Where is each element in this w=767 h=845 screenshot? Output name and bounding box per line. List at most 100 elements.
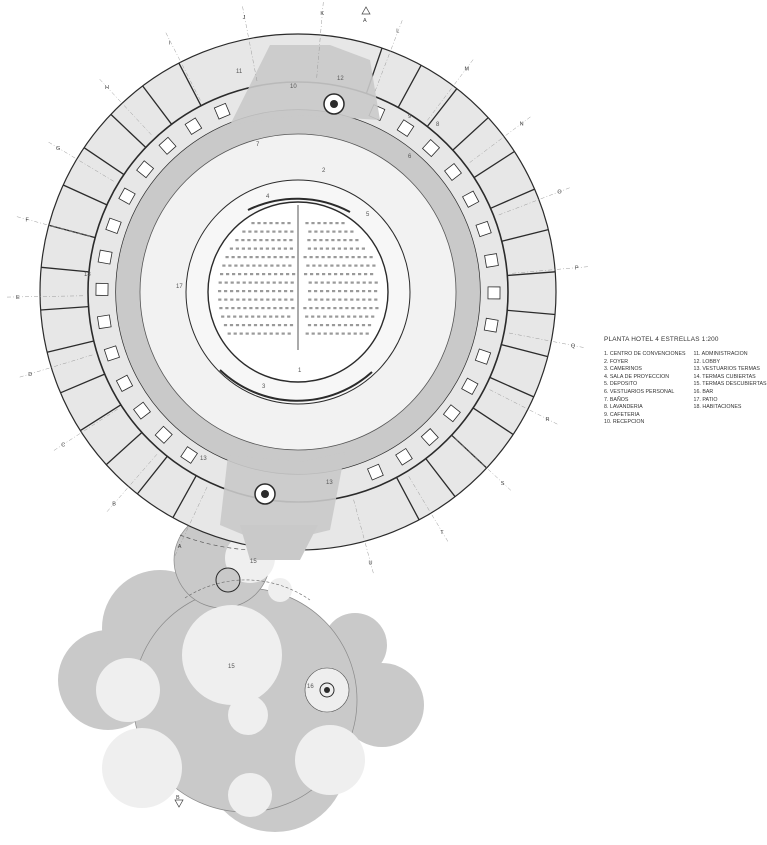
seat	[314, 281, 318, 284]
seat	[241, 324, 246, 327]
seat	[229, 324, 234, 327]
room-wall	[472, 407, 514, 435]
seat	[308, 298, 312, 301]
grid-axis-line	[316, 1, 324, 78]
seat	[371, 315, 375, 318]
seat	[236, 290, 240, 293]
seat	[255, 256, 259, 259]
grid-axis-label: K	[320, 11, 324, 17]
seat	[315, 256, 319, 259]
bathroom-block	[97, 249, 113, 265]
seat	[290, 281, 294, 284]
seat	[278, 281, 282, 284]
seat	[232, 273, 236, 276]
seat	[346, 273, 350, 276]
grid-axis-label: D	[28, 372, 32, 378]
seat	[324, 264, 328, 267]
grid-axis-line	[174, 486, 208, 557]
room-wall	[105, 432, 143, 466]
seat	[266, 290, 270, 293]
grid-axis-label: I	[169, 41, 171, 47]
seat	[224, 290, 228, 293]
seat	[284, 298, 288, 301]
seat	[351, 256, 355, 259]
seat	[311, 315, 315, 318]
seat	[233, 332, 237, 335]
seat	[357, 307, 361, 310]
seat	[335, 332, 339, 335]
seat	[233, 315, 237, 318]
seat	[251, 315, 255, 318]
seat	[364, 273, 368, 276]
grid-axis-line	[498, 187, 571, 216]
seat	[254, 290, 258, 293]
room-wall	[507, 271, 556, 277]
seat	[274, 273, 278, 276]
pool	[228, 773, 272, 817]
seat	[308, 230, 312, 233]
seat	[330, 264, 334, 267]
seat	[284, 290, 288, 293]
seat	[228, 264, 232, 267]
seat	[314, 290, 318, 293]
seat	[257, 332, 261, 335]
grid-axis-label: C	[61, 443, 65, 449]
seat	[288, 264, 292, 267]
seat	[283, 247, 287, 250]
seat	[313, 324, 318, 327]
seat	[245, 332, 249, 335]
grid-axis-label: O	[557, 190, 562, 196]
seat	[374, 281, 378, 284]
room-wall	[501, 228, 549, 242]
bathroom-block	[136, 160, 155, 179]
seat	[236, 298, 240, 301]
seat	[290, 298, 294, 301]
seat	[254, 298, 258, 301]
room-number: 6	[408, 154, 412, 160]
seat	[218, 298, 222, 301]
legend-item: 5. DEPOSITO	[604, 381, 638, 388]
seat	[343, 324, 348, 327]
seat	[341, 315, 345, 318]
seat	[336, 264, 340, 267]
seat	[308, 281, 312, 284]
seat	[227, 332, 231, 335]
seat	[272, 290, 276, 293]
seat	[257, 222, 261, 225]
seat	[218, 281, 222, 284]
room-wall	[46, 340, 94, 353]
seat	[368, 298, 372, 301]
bathroom-block	[420, 428, 439, 447]
room-wall	[83, 147, 125, 176]
seat	[349, 324, 354, 327]
bathroom-block	[475, 220, 492, 238]
seat	[326, 298, 330, 301]
bathroom-block	[462, 190, 480, 208]
seat	[355, 247, 359, 250]
room-number: 3	[262, 384, 266, 390]
legend-item: 7. BAÑOS	[604, 396, 629, 403]
seat	[325, 239, 329, 242]
legend-item: 6. VESTUARIOS PERSONAL	[604, 388, 675, 395]
seat	[261, 307, 265, 310]
seat	[323, 222, 327, 225]
seat	[332, 281, 336, 284]
seat	[265, 324, 270, 327]
pool	[102, 728, 182, 808]
room-number: 11	[236, 69, 243, 75]
seat	[353, 315, 357, 318]
seat	[242, 290, 246, 293]
seat	[350, 281, 354, 284]
bathroom-block	[474, 348, 492, 365]
seat	[322, 273, 326, 276]
seat	[278, 290, 282, 293]
seat	[317, 332, 321, 335]
seat	[251, 332, 255, 335]
seat	[271, 239, 275, 242]
seat	[308, 290, 312, 293]
seat	[307, 239, 311, 242]
bathroom-block	[97, 314, 112, 330]
legend-item: 3. CAMERINOS	[604, 366, 642, 373]
seat	[242, 281, 246, 284]
seat	[343, 247, 347, 250]
